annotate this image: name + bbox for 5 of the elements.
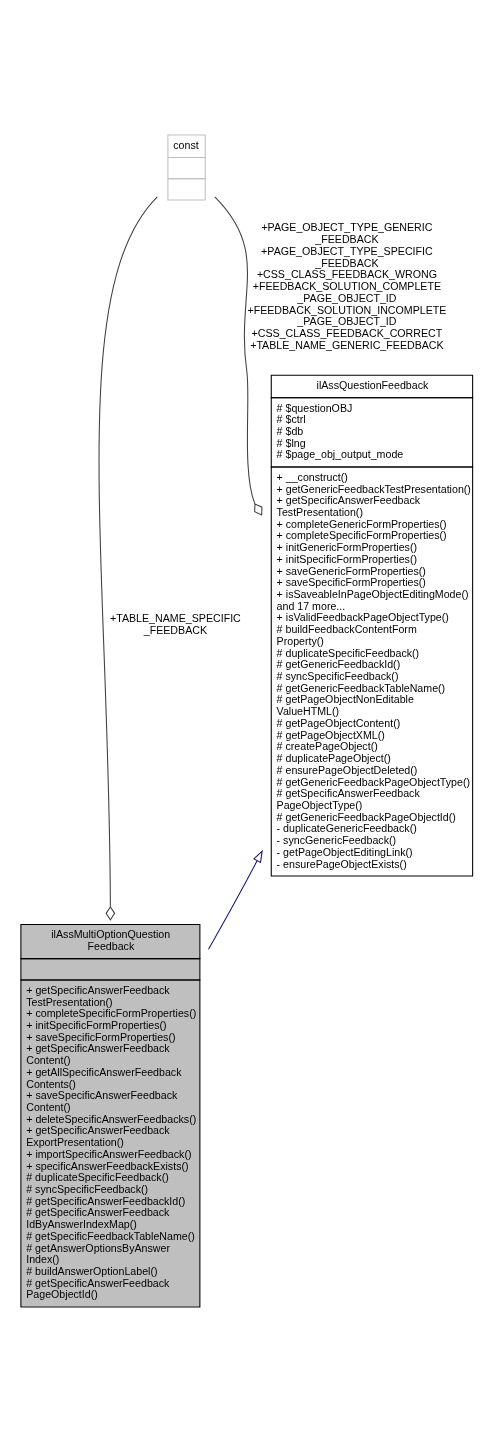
connector bbox=[214, 195, 263, 516]
edge-label: +PAGE_OBJECT_TYPE_GENERIC _FEEDBACK +PAGE_OBJECT_TYPE_SPECIFIC _FEEDBACK +CSS_CLASS_FEEDBACK_WRONG +FEEDBACK_SOLUTION_COMPLETE _PAGE_OBJECT_ID +FEEDBACK_SOLUTION_INCOMPLETE _PAGE_OBJECT_ID +CSS_CLASS_FEEDBACK_CORRECT +TABLE_NAME_GENERIC_FEEDBACK bbox=[247, 220, 447, 351]
connector bbox=[98, 195, 158, 921]
arrow bbox=[208, 849, 263, 950]
edge-label: +TABLE_NAME_SPECIFIC _FEEDBACK bbox=[109, 611, 241, 636]
